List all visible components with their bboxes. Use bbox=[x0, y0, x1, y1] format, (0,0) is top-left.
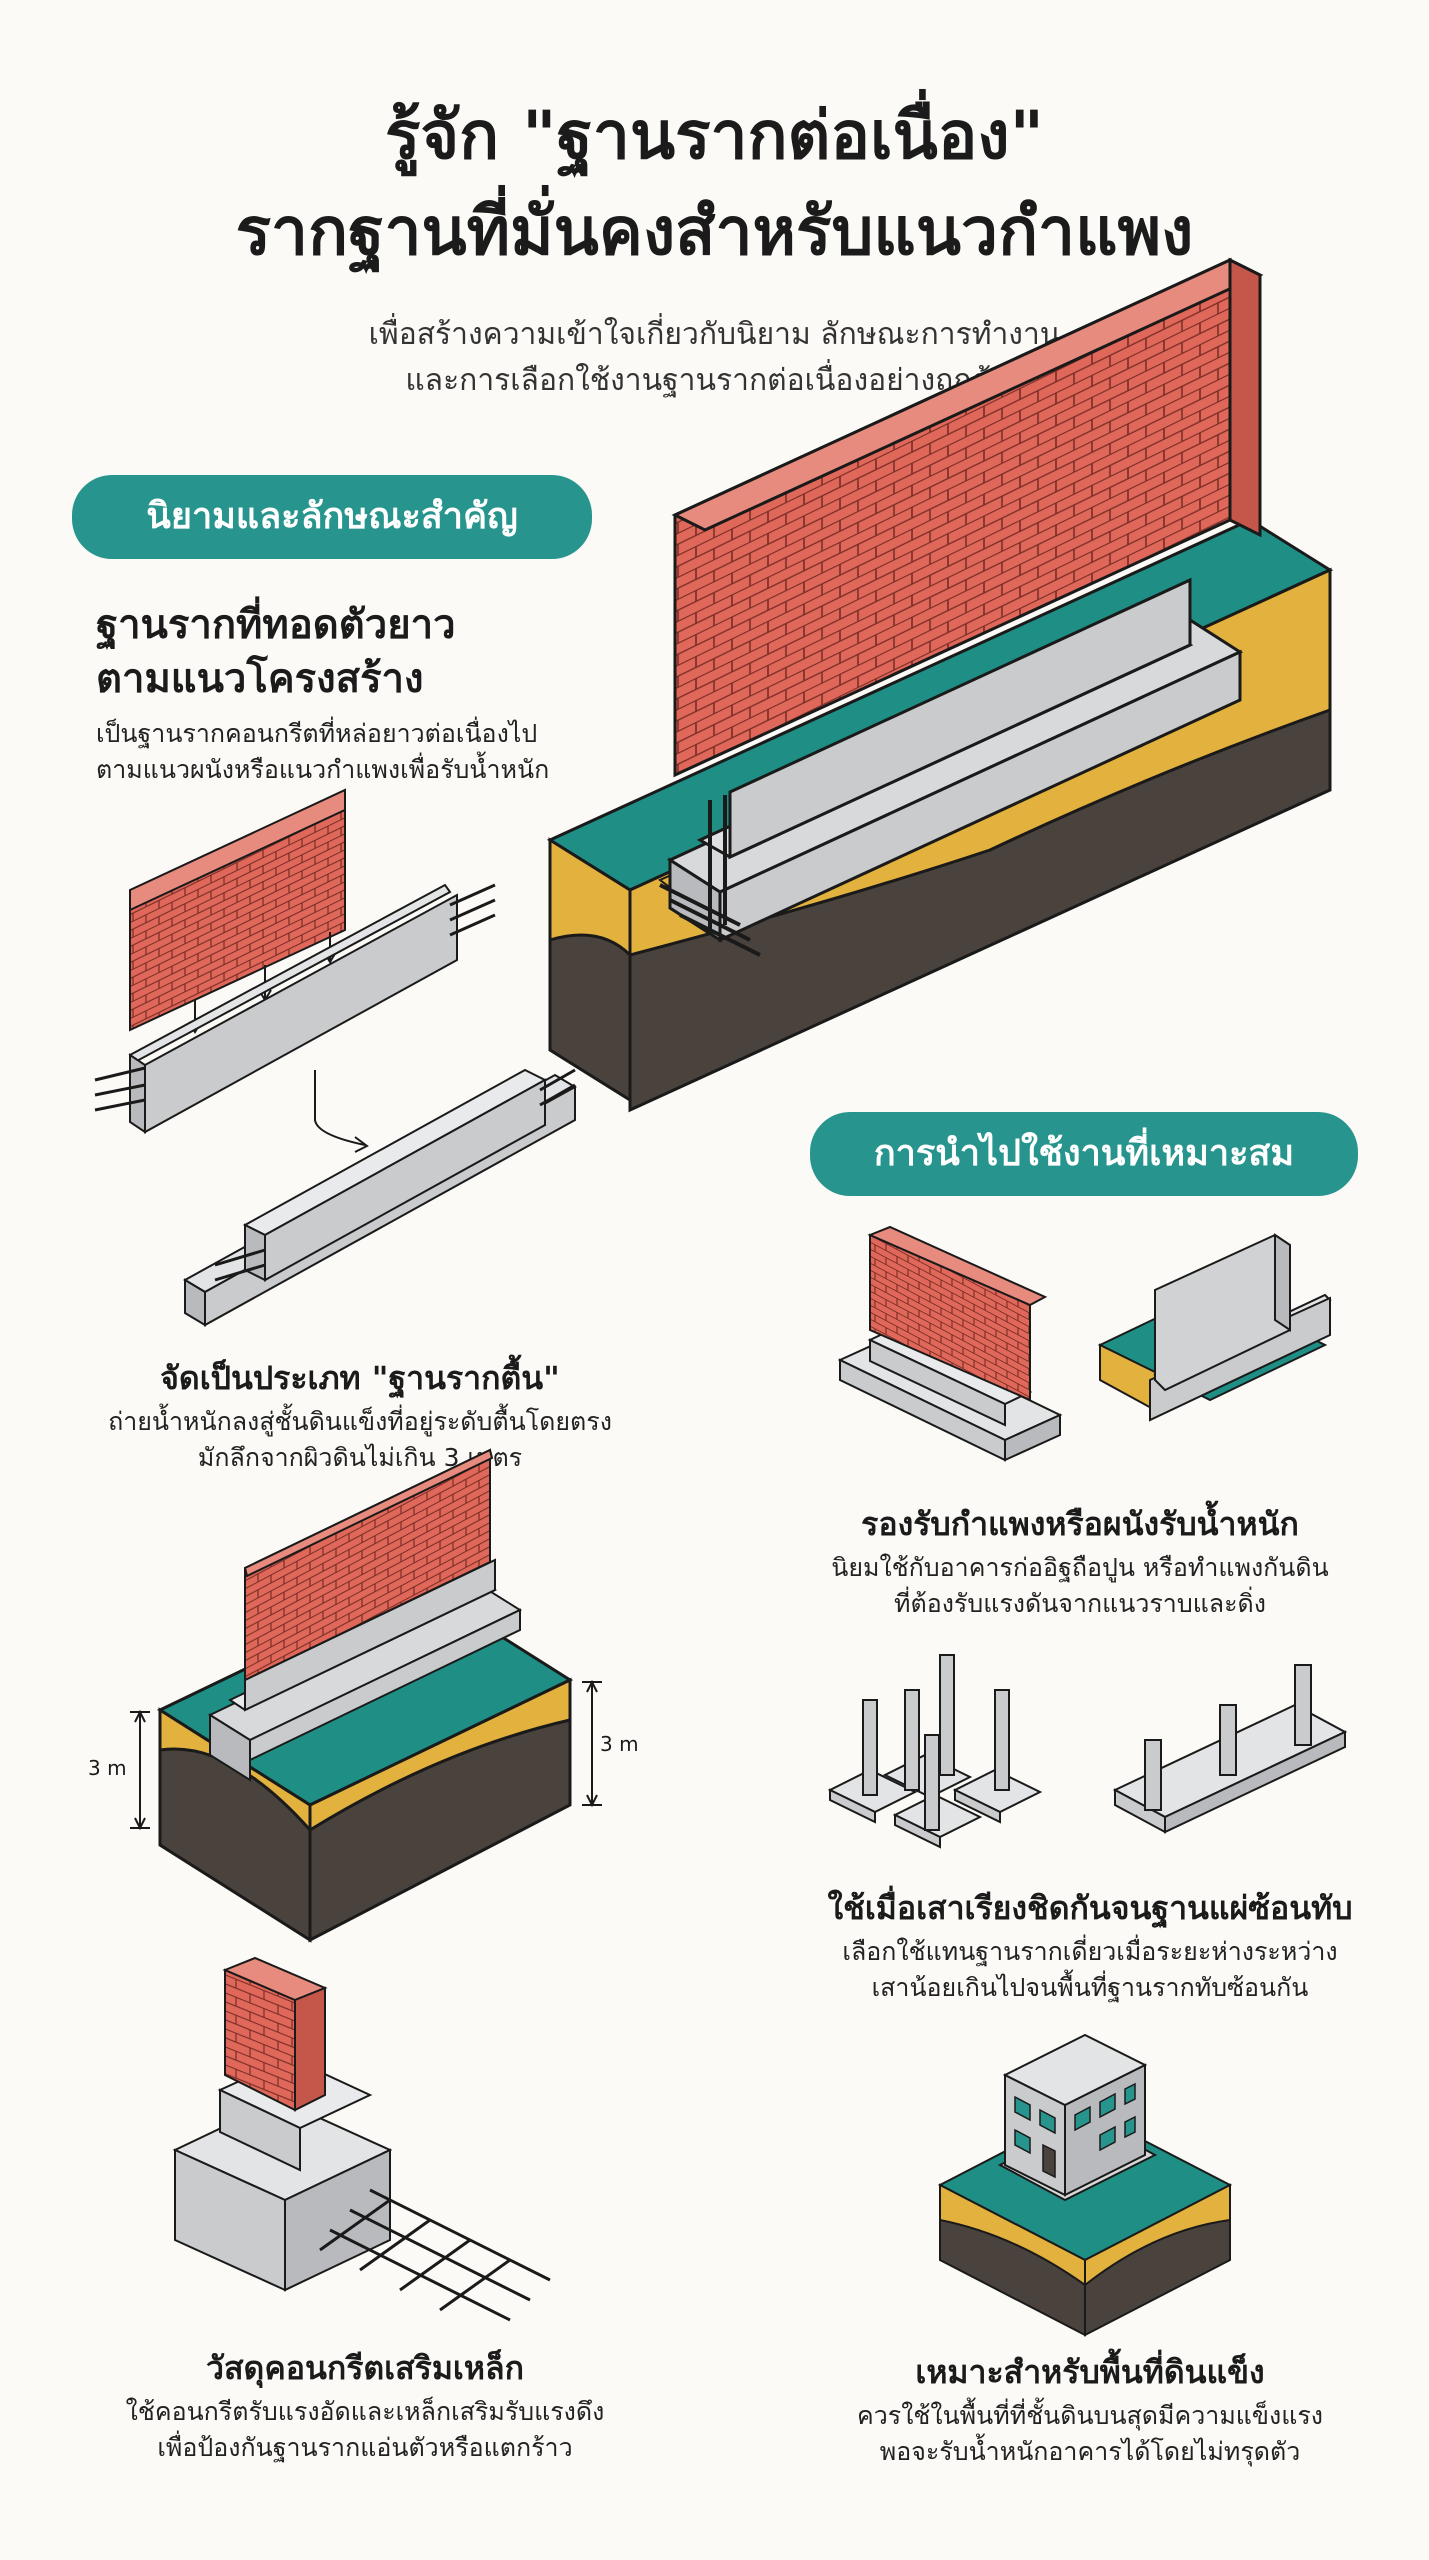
usage-soil-text-1: ควรใช้ในพื้นที่ที่ชั้นดินบนสุดมีความแข็ง… bbox=[857, 2401, 1323, 2430]
shallow-text-1: ถ่ายน้ำหนักลงสู่ชั้นดินแข็งที่อยู่ระดับต… bbox=[108, 1407, 612, 1436]
material-text-2: เพื่อป้องกันฐานรากแอ่นตัวหรือแตกร้าว bbox=[157, 2433, 573, 2462]
overlapping-column-footings-illustration bbox=[827, 1654, 1043, 1849]
usage-columns-text-2: เสาน้อยเกินไปจนพื้นที่ฐานรากทับซ้อนกัน bbox=[871, 1973, 1309, 2002]
wall-footing-small-illustration bbox=[837, 1225, 1063, 1462]
title-line-2: รากฐานที่มั่นคงสำหรับแนวกำแพง bbox=[235, 193, 1194, 270]
title-line-1: รู้จัก "ฐานรากต่อเนื่อง" bbox=[385, 97, 1044, 174]
depth-label-left: 3 m bbox=[88, 1756, 127, 1780]
shallow-text-2: มักลึกจากผิวดินไม่เกิน 3 เมตร bbox=[197, 1443, 523, 1472]
subtitle-line-1: เพื่อสร้างความเข้าใจเกี่ยวกับนิยาม ลักษณ… bbox=[368, 317, 1061, 352]
definition-heading-2: ตามแนวโครงสร้าง bbox=[96, 656, 424, 702]
material-heading: วัสดุคอนกรีตเสริมเหล็ก bbox=[206, 2349, 524, 2387]
shallow-heading: จัดเป็นประเภท "ฐานรากตื้น" bbox=[160, 1359, 560, 1397]
usage-walls-block: รองรับกำแพงหรือผนังรับน้ำหนัก นิยมใช้กับ… bbox=[770, 1502, 1390, 1622]
hero-strip-footing-illustration bbox=[546, 257, 1334, 1113]
definition-text-2: ตามแนวผนังหรือแนวกำแพงเพื่อรับน้ำหนัก bbox=[96, 755, 550, 784]
page-subtitle: เพื่อสร้างความเข้าใจเกี่ยวกับนิยาม ลักษณ… bbox=[0, 312, 1429, 404]
section-pill-definition: นิยามและลักษณะสำคัญ bbox=[72, 475, 592, 559]
usage-walls-text-2: ที่ต้องรับแรงดันจากแนวราบและดิ่ง bbox=[893, 1589, 1266, 1618]
material-block: วัสดุคอนกรีตเสริมเหล็ก ใช้คอนกรีตรับแรงอ… bbox=[60, 2346, 670, 2466]
shallow-footing-block: จัดเป็นประเภท "ฐานรากตื้น" ถ่ายน้ำหนักลง… bbox=[40, 1356, 680, 1476]
usage-columns-text-1: เลือกใช้แทนฐานรากเดี่ยวเมื่อระยะห่างระหว… bbox=[842, 1937, 1338, 1966]
reinforced-concrete-illustration bbox=[172, 1956, 551, 2322]
strip-footing-columns-illustration bbox=[1112, 1664, 1348, 1834]
building-on-firm-soil-illustration bbox=[937, 2033, 1233, 2337]
material-text-1: ใช้คอนกรีตรับแรงอัดและเหล็กเสริมรับแรงดึ… bbox=[125, 2397, 605, 2426]
definition-text-1: เป็นฐานรากคอนกรีตที่หล่อยาวต่อเนื่องไป bbox=[96, 719, 538, 748]
depth-3m-illustration bbox=[130, 1448, 602, 1943]
retaining-wall-illustration bbox=[1097, 1233, 1332, 1422]
usage-walls-heading: รองรับกำแพงหรือผนังรับน้ำหนัก bbox=[861, 1505, 1299, 1543]
page-title: รู้จัก "ฐานรากต่อเนื่อง" รากฐานที่มั่นคง… bbox=[0, 88, 1429, 280]
section-pill-usage: การนำไปใช้งานที่เหมาะสม bbox=[810, 1112, 1358, 1196]
usage-walls-text-1: นิยมใช้กับอาคารก่ออิฐถือปูน หรือทำแพงกัน… bbox=[831, 1553, 1329, 1582]
definition-block: ฐานรากที่ทอดตัวยาว ตามแนวโครงสร้าง เป็นฐ… bbox=[96, 598, 656, 788]
subtitle-line-2: และการเลือกใช้งานฐานรากต่อเนื่องอย่างถูก… bbox=[405, 363, 1024, 398]
depth-label-right: 3 m bbox=[600, 1732, 639, 1756]
usage-columns-block: ใช้เมื่อเสาเรียงชิดกันจนฐานแผ่ซ้อนทับ เล… bbox=[770, 1886, 1410, 2006]
usage-soil-block: เหมาะสำหรับพื้นที่ดินแข็ง ควรใช้ในพื้นที… bbox=[780, 2350, 1400, 2470]
usage-soil-text-2: พอจะรับน้ำหนักอาคารได้โดยไม่ทรุดตัว bbox=[879, 2437, 1301, 2466]
usage-soil-heading: เหมาะสำหรับพื้นที่ดินแข็ง bbox=[915, 2353, 1265, 2391]
definition-heading-1: ฐานรากที่ทอดตัวยาว bbox=[96, 602, 456, 648]
usage-columns-heading: ใช้เมื่อเสาเรียงชิดกันจนฐานแผ่ซ้อนทับ bbox=[827, 1889, 1353, 1927]
wall-on-beam-exploded-illustration bbox=[94, 788, 578, 1327]
